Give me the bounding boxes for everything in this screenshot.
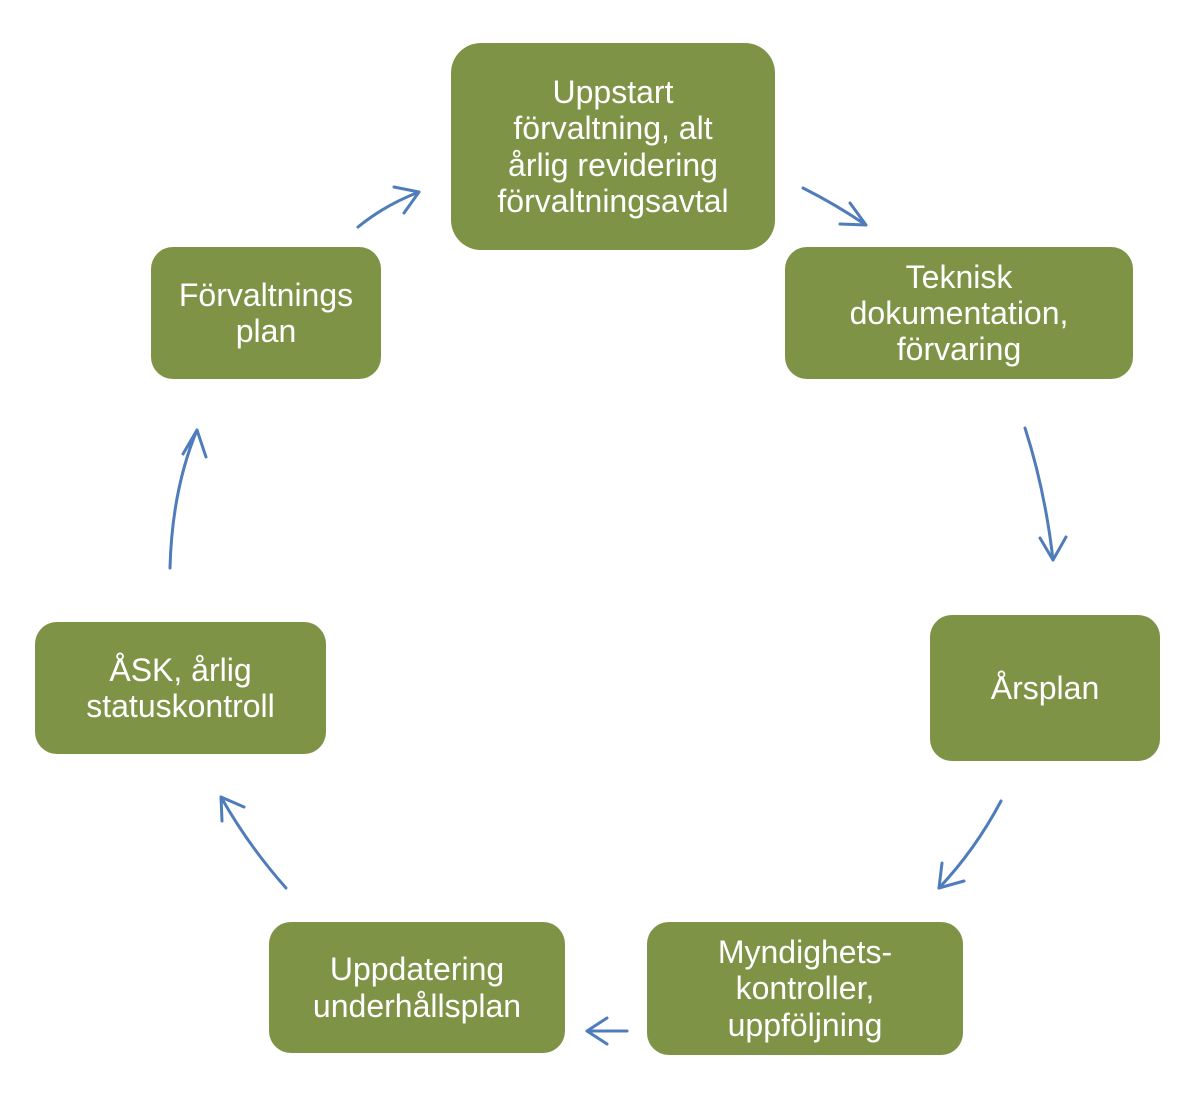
node-uppstart-forvaltning: Uppstart förvaltning, alt årlig revideri… (451, 43, 775, 250)
arrow-teknisk-to-arsplan (1023, 426, 1068, 562)
node-forvaltningsplan: Förvaltnings plan (151, 247, 381, 379)
arrow-forvaltning-to-uppstart (356, 185, 421, 229)
node-arsplan: Årsplan (930, 615, 1160, 761)
arrow-uppstart-to-teknisk (801, 186, 868, 227)
node-uppdatering-underhallsplan: Uppdatering underhållsplan (269, 922, 565, 1053)
node-myndighetskontroller: Myndighets- kontroller, uppföljning (647, 922, 963, 1055)
node-teknisk-dokumentation: Teknisk dokumentation, förvaring (785, 247, 1133, 379)
arrow-uppdatering-to-ask (219, 795, 288, 890)
node-ask-statuskontroll: ÅSK, årlig statuskontroll (35, 622, 326, 754)
arrow-myndighet-to-uppdatering (585, 1016, 629, 1046)
arrow-ask-to-forvaltning (168, 428, 208, 570)
arrow-arsplan-to-myndighet (937, 799, 1003, 890)
